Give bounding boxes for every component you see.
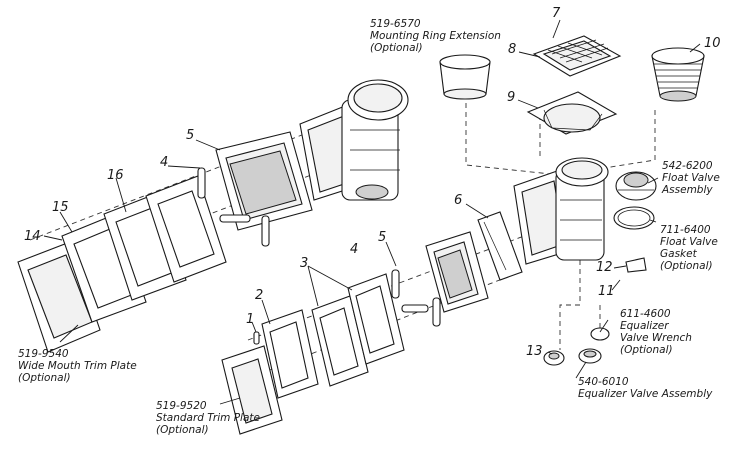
callout-14: 14 bbox=[24, 229, 41, 244]
screws-standard bbox=[391, 269, 441, 327]
callout-6: 6 bbox=[454, 193, 463, 208]
wide-mouth-face-frame bbox=[215, 131, 313, 231]
standard-faceplate bbox=[261, 309, 319, 399]
callout-3: 3 bbox=[300, 256, 309, 271]
lid-collar bbox=[526, 91, 618, 135]
callout-8: 8 bbox=[508, 42, 517, 57]
float-valve-assembly bbox=[615, 171, 657, 201]
callout-10: 10 bbox=[704, 36, 721, 51]
callout-16: 16 bbox=[107, 168, 124, 183]
standard-gasket-front bbox=[311, 295, 369, 387]
callout-5-bottom: 5 bbox=[378, 230, 387, 245]
faceplate-screw bbox=[253, 331, 260, 345]
weir-flap bbox=[477, 211, 523, 281]
callout-5-top: 5 bbox=[186, 128, 195, 143]
equalizer-valve-wrench bbox=[590, 327, 610, 341]
equalizer-valve-assembly bbox=[578, 348, 602, 364]
wide-mouth-gasket-rear bbox=[145, 175, 227, 283]
standard-skimmer-body bbox=[513, 157, 609, 265]
screws-wide-mouth bbox=[197, 167, 270, 247]
callout-15: 15 bbox=[52, 200, 69, 215]
leader-lines bbox=[43, 19, 701, 405]
callout-4-bottom: 4 bbox=[350, 242, 359, 257]
mounting-ring-extension bbox=[439, 54, 491, 100]
equalizer-cap bbox=[625, 257, 647, 273]
equalizer-valve-13 bbox=[543, 350, 565, 366]
standard-face-frame bbox=[425, 231, 489, 313]
callout-1: 1 bbox=[246, 312, 255, 327]
callout-11: 11 bbox=[598, 284, 615, 299]
callout-4-top: 4 bbox=[160, 155, 169, 170]
callout-13: 13 bbox=[526, 344, 543, 359]
standard-trim-plate bbox=[221, 345, 283, 435]
skimmer-basket bbox=[651, 47, 705, 102]
skimmer-lid bbox=[532, 35, 622, 77]
wide-mouth-skimmer-body bbox=[299, 79, 409, 201]
callout-2: 2 bbox=[255, 288, 264, 303]
callout-7: 7 bbox=[552, 6, 561, 21]
callout-9: 9 bbox=[507, 90, 516, 105]
float-valve-gasket bbox=[613, 206, 655, 230]
callout-12: 12 bbox=[596, 260, 613, 275]
standard-gasket-rear bbox=[347, 273, 405, 365]
